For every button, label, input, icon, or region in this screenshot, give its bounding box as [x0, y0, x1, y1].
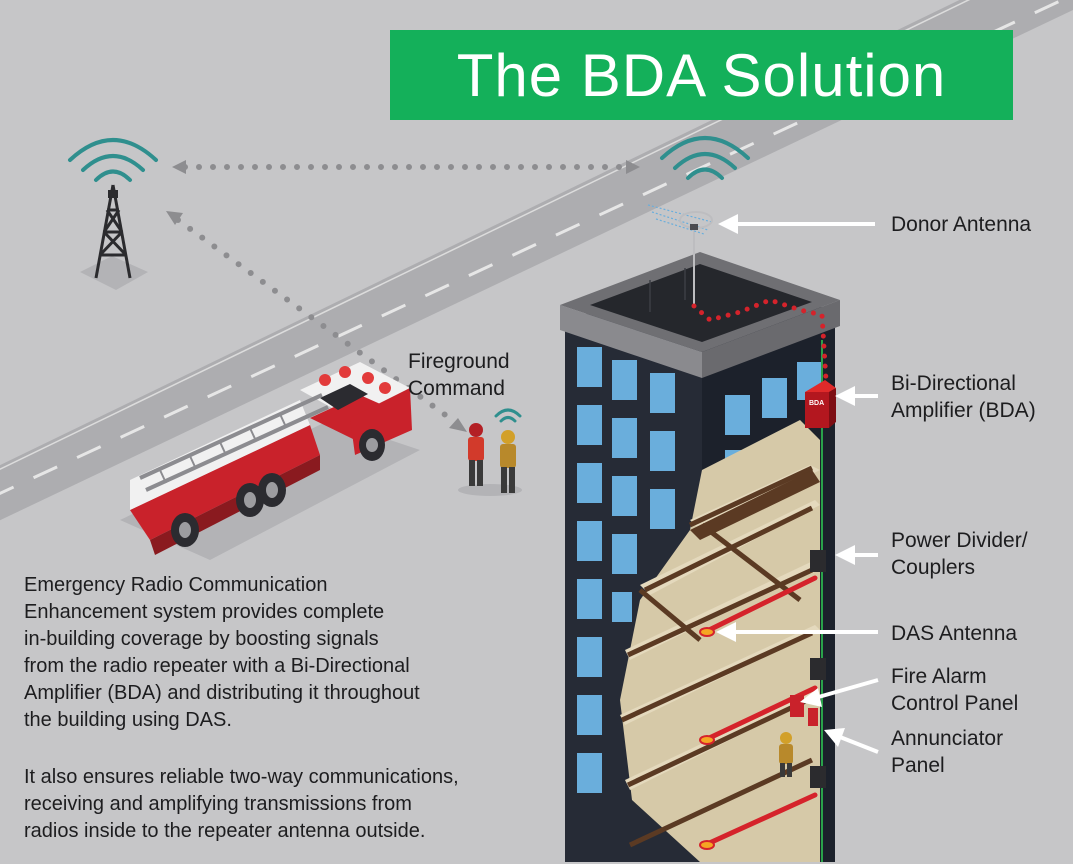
- power-divider-label: Power Divider/ Couplers: [891, 527, 1028, 581]
- annunciator-label: Annunciator Panel: [891, 725, 1003, 779]
- power-divider-line2: Couplers: [891, 556, 976, 579]
- fire-truck-illustration: [120, 362, 420, 560]
- annunciator-line1: Annunciator: [891, 727, 1004, 750]
- das-antenna-label: DAS Antenna: [891, 622, 1018, 645]
- tower-signal-waves-icon: [68, 138, 158, 182]
- fireground-line1: Fireground: [408, 350, 510, 373]
- description-paragraph-1: Emergency Radio Communication Enhancemen…: [24, 572, 569, 734]
- fire-alarm-line2: Control Panel: [891, 692, 1019, 715]
- description-line: Emergency Radio Communication: [24, 574, 328, 596]
- bda-label-line1: Bi-Directional: [891, 372, 1016, 395]
- donor-antenna-icon: [647, 204, 713, 306]
- fire-alarm-label: Fire Alarm Control Panel: [891, 663, 1018, 717]
- page-title: The BDA Solution: [390, 30, 1013, 120]
- donor-signal-waves-icon: [660, 136, 750, 180]
- bda-label-line2: Amplifier (BDA): [891, 399, 1036, 422]
- building-illustration: [560, 252, 840, 862]
- description-line: from the radio repeater with a Bi-Direct…: [24, 655, 410, 677]
- feed-cable: [691, 297, 829, 383]
- description-line: It also ensures reliable two-way communi…: [24, 766, 459, 788]
- description-line: in-building coverage by boosting signals: [24, 628, 379, 650]
- description-line: Enhancement system provides complete: [24, 601, 385, 623]
- firefighters-outside: [458, 423, 522, 496]
- description-line: the building using DAS.: [24, 709, 232, 731]
- fireground-line2: Command: [408, 377, 505, 400]
- callout-arrows: [716, 214, 879, 754]
- power-divider-line1: Power Divider/: [891, 529, 1028, 552]
- description-line: radios inside to the repeater antenna ou…: [24, 820, 426, 842]
- bda-box-label: BDA: [809, 400, 824, 407]
- description-paragraph-2: It also ensures reliable two-way communi…: [24, 764, 569, 845]
- annunciator-line2: Panel: [891, 754, 945, 777]
- fireground-command-label: Fireground Command: [408, 348, 510, 402]
- donor-antenna-label: Donor Antenna: [891, 213, 1032, 236]
- radio-signal-icon: [494, 408, 522, 423]
- cell-tower-icon: [80, 184, 148, 290]
- fire-alarm-line1: Fire Alarm: [891, 665, 987, 688]
- description-line: receiving and amplifying transmissions f…: [24, 793, 412, 815]
- description-line: Amplifier (BDA) and distributing it thro…: [24, 682, 420, 704]
- bda-label: Bi-Directional Amplifier (BDA): [891, 370, 1036, 424]
